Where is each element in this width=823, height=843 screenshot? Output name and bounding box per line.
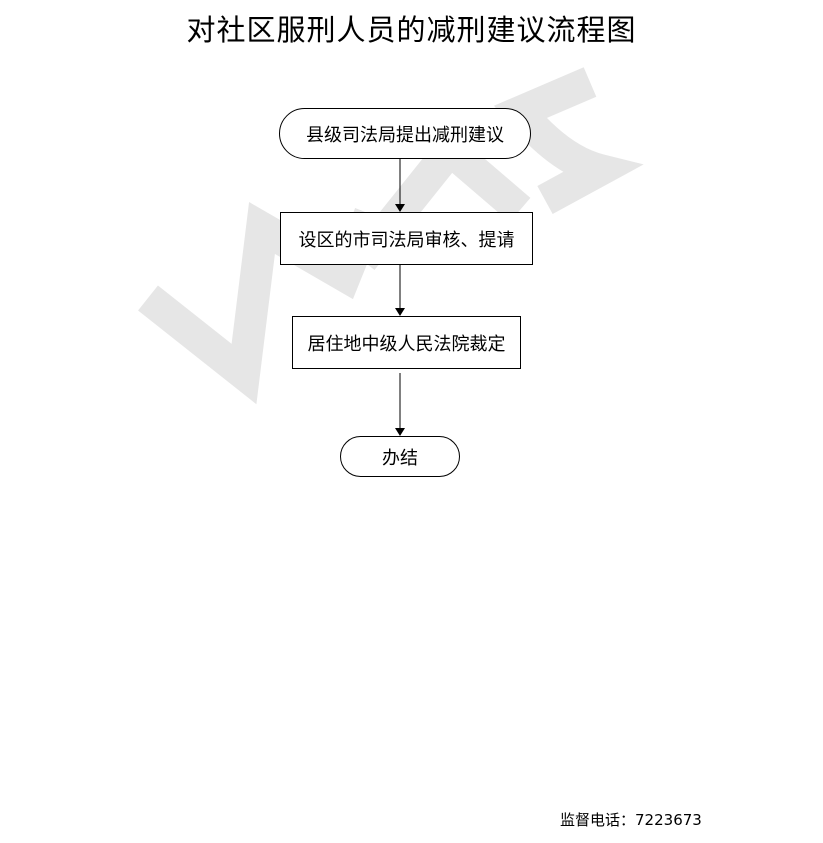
flow-node-municipal-review: 设区的市司法局审核、提请 [280, 212, 533, 265]
flow-node-municipal-review-label: 设区的市司法局审核、提请 [298, 229, 515, 251]
page-title: 对社区服刑人员的减刑建议流程图 [186, 13, 637, 47]
hotline-label: 监督电话： [560, 811, 636, 829]
flow-node-end: 办结 [340, 436, 460, 477]
flow-node-court-ruling: 居住地中级人民法院裁定 [292, 316, 521, 369]
flow-node-court-ruling-label: 居住地中级人民法院裁定 [307, 333, 506, 355]
supervision-hotline: 监督电话：7223673 [560, 809, 702, 830]
flow-node-end-label: 办结 [382, 447, 418, 469]
flow-node-start: 县级司法局提出减刑建议 [279, 108, 531, 159]
hotline-number: 7223673 [635, 811, 702, 829]
flow-node-start-label: 县级司法局提出减刑建议 [306, 124, 504, 146]
